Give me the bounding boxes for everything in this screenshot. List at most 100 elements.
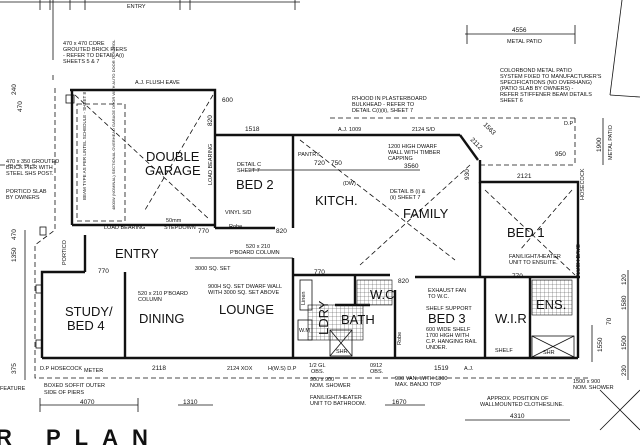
dim-120: 120	[621, 274, 628, 285]
note-pboard-column-2: 520 x 210 P'BOARD	[138, 291, 188, 297]
note-portico-slab: BY OWNERS	[6, 195, 40, 201]
entry-top-label: ENTRY	[127, 4, 146, 10]
note-detail-b: DETAIL B (i) &	[390, 189, 426, 195]
room-label-double-garage: DOUBLE	[146, 149, 200, 164]
note-exhaust: EXHAUST FAN	[428, 288, 466, 294]
room-label-ensuite: ENS.	[536, 297, 566, 312]
note-load-bearing: LOAD BEARING	[104, 225, 145, 231]
room-label-linen: Linen	[301, 292, 307, 305]
note-colorbond: SPECIFICATIONS (NO OVERHANG)	[500, 80, 592, 86]
dim-820: 820	[276, 228, 287, 235]
note-colorbond: COLORBOND METAL PATIO	[500, 68, 573, 74]
room-label-double-garage-2: GARAGE	[145, 163, 201, 178]
dim-770: 770	[198, 228, 209, 235]
note-shower: NOM. SHOWER	[310, 383, 351, 389]
note-vanity: 900 VAN. WITH 1800	[395, 376, 447, 382]
dim-470: 470	[17, 101, 24, 112]
dim-820: 820	[207, 115, 214, 126]
note-boxed-soffit: SIDE OF PIERS	[44, 390, 84, 396]
dim-1518: 1518	[245, 126, 260, 133]
note-vinyl-sd: VINYL S/D	[225, 210, 251, 216]
dim-375: 375	[11, 363, 18, 374]
note-piers: 470 x 470 CORE	[63, 41, 105, 47]
room-label-kitchen: KITCH.	[315, 193, 358, 208]
note-colorbond: REFER STIFFENER BEAM DETAILS	[500, 92, 592, 98]
note-boxed-soffit: BOXED SOFFIT OUTER	[44, 383, 105, 389]
note-stepdown: STEPDOWN	[164, 225, 196, 231]
room-label-wir: W.I.R	[495, 311, 527, 326]
note-hosecock: D.P HOSECOCK	[40, 366, 82, 372]
note-shower-bath: SHR	[336, 349, 348, 355]
note-beam: BEAM TYPE AS PER LINTEL SCHEDULE - SHEET…	[82, 92, 87, 200]
note-pboard-column-2: COLUMN	[138, 297, 162, 303]
note-detail-c: DETAIL C	[237, 162, 261, 168]
dim-1550: 1550	[597, 337, 604, 352]
room-label-bed-2: BED 2	[236, 177, 274, 192]
dim-470: 470	[11, 229, 18, 240]
section-marker	[599, 389, 640, 431]
note-sq-set: 3000 SQ. SET	[195, 266, 231, 272]
note-ens-shower: 1500 x 900	[573, 379, 600, 385]
note-fan-bath: UNIT TO BATHROOM.	[310, 401, 367, 407]
dim-3560: 3560	[404, 163, 419, 170]
ens-tiles	[531, 279, 573, 316]
dim-770: 770	[512, 273, 523, 280]
dim-4556: 4556	[512, 27, 527, 34]
note-clothesline: APPROX. POSITION OF	[487, 396, 549, 402]
note-pier-post: BRICK PIER WITH	[6, 165, 53, 171]
dim-1580: 1580	[621, 295, 628, 310]
bath-tiles	[307, 304, 364, 341]
dim-820: 820	[398, 278, 409, 285]
walls	[40, 88, 580, 360]
note-dwarf-wall: WALL WITH TIMBER	[388, 150, 440, 156]
note-detail-b: (ii) SHEET 7	[390, 195, 420, 201]
note-clothesline: WALLMOUNTED CLOTHESLINE.	[480, 402, 564, 408]
room-label-bath: BATH	[341, 312, 375, 327]
room-label-laundry: LDRY	[316, 300, 331, 335]
dim-750: 750	[331, 160, 342, 167]
note-metal-patio-side: METAL PATIO	[608, 124, 614, 160]
note-detail-c: SHEET 7	[237, 168, 260, 174]
note-shelf-support: SHELF SUPPORT	[426, 306, 472, 312]
room-label-bed-1: BED 1	[507, 225, 545, 240]
note-shelf: 1700 HIGH WITH	[426, 333, 469, 339]
dim-2121: 2121	[517, 173, 532, 180]
note-fan-bath: FAN/LIGHT/HEATER	[310, 395, 362, 401]
note-dwarf-wall-lounge: WITH 3000 SQ. SET ABOVE	[208, 290, 279, 296]
room-label-robe-bed3: Robe	[397, 332, 403, 345]
note-shower: 900 x 900	[310, 377, 334, 383]
note-exhaust: TO W.C.	[428, 294, 449, 300]
note-fan-ensuite: FAN/LIGHT/HEATER	[509, 254, 561, 260]
note-dwarf-wall: CAPPING	[388, 156, 413, 162]
dim-930: 930	[464, 169, 471, 180]
note-load-bearing: LOAD BEARING	[208, 144, 214, 185]
showers	[297, 279, 575, 358]
note-shelf: UNDER.	[426, 345, 448, 351]
note-aj: A.J.	[464, 366, 474, 372]
note-aj-1009: A.J. 1009	[338, 127, 361, 133]
dimension-lines	[24, 25, 629, 421]
room-label-robe: Robe	[229, 224, 242, 230]
note-pier-post: 470 x 350 GROUTED	[6, 159, 59, 165]
note-colorbond: (PATIO SLAB BY OWNERS) -	[500, 86, 574, 92]
room-label-portico: PORTICO	[62, 239, 68, 265]
note-shower-ens: SHR	[543, 350, 555, 356]
room-label-bed-3: BED 3	[428, 311, 466, 326]
note-stepdown: 50mm	[166, 218, 182, 224]
note-dwarf-wall-lounge: 900H SQ. SET DWARF WALL	[208, 284, 282, 290]
dim-1310: 1310	[183, 399, 198, 406]
note-pboard-column: 520 x 210	[246, 244, 270, 250]
note-rhood: DETAIL C(i)(ii), SHEET 7	[352, 108, 413, 114]
note-pantry: PANTRY	[298, 152, 320, 158]
wc-tiles	[356, 279, 393, 306]
note-feature: FEATURE	[0, 386, 26, 392]
note-hws: H(W.S) D.P	[268, 366, 297, 372]
room-label-entry: ENTRY	[115, 246, 159, 261]
note-vanity: MAX. BANJO TOP	[395, 382, 441, 388]
dim-770: 770	[98, 268, 109, 275]
note-wir-shelf: SHELF	[495, 348, 513, 354]
note-rhood: R'HOOD IN PLASTERBOARD	[352, 96, 427, 102]
note-rhood: BULKHEAD - REFER TO	[352, 102, 415, 108]
note-pboard-column: P'BOARD COLUMN	[230, 250, 280, 256]
